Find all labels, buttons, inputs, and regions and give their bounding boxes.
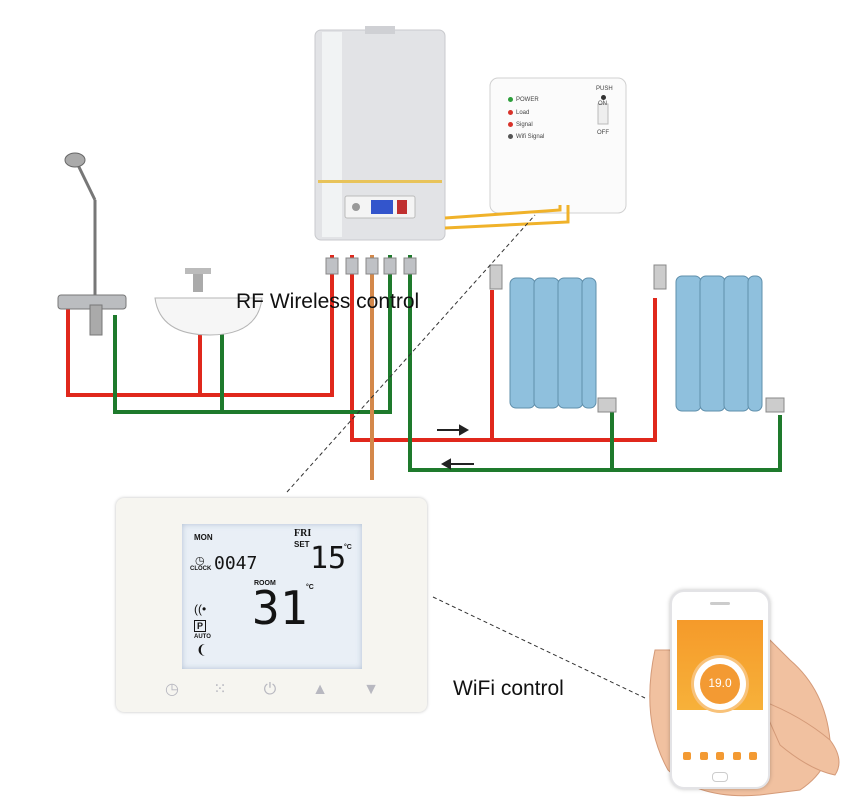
shower (57, 152, 127, 336)
down-arrow-button-icon[interactable]: ▼ (363, 681, 379, 698)
rf-link-dashed-line (286, 214, 536, 493)
phone-speaker (710, 602, 730, 605)
menu-grid-button-icon[interactable]: ⁙ (213, 681, 227, 698)
receiver-led-load-label: Load (516, 110, 530, 116)
receiver-on-label: ON (598, 101, 607, 107)
app-tab-icon[interactable] (732, 752, 741, 760)
clock-icon: ◷ (195, 555, 205, 567)
wifi-signal-led-icon (508, 134, 513, 139)
wifi-signal-icon: ((• (194, 602, 207, 616)
phone-home-button (712, 772, 728, 782)
receiver-box (489, 77, 627, 214)
thermostat: MON FRI SET 15 °C ◷ CLOCK 0047 ROOM 31 °… (116, 498, 427, 712)
app-tab-icon[interactable] (716, 752, 724, 760)
signal-led-icon (508, 122, 513, 127)
app-dial-inner: 19.0 (700, 664, 740, 704)
load-led-icon (508, 110, 513, 115)
lcd-clock-value: 0047 (214, 553, 258, 574)
smartphone: 19.0 (670, 590, 770, 789)
app-tab-icon[interactable] (699, 752, 708, 760)
heating-flame-icon: ❨ (196, 642, 207, 657)
radiator-right (675, 275, 763, 412)
lcd-clock-label: CLOCK (190, 566, 212, 572)
power-button-icon[interactable]: ⏻ (263, 681, 277, 698)
wifi-control-label: WiFi control (453, 677, 564, 700)
lcd-room-label: ROOM (254, 580, 276, 587)
receiver-led-signal-label: Signal (516, 122, 533, 128)
receiver-push-button (601, 95, 606, 100)
boiler-valves (325, 257, 417, 275)
clock-button-icon[interactable]: ◷ (165, 681, 179, 698)
power-led-icon (508, 97, 513, 102)
app-tab-icon[interactable] (749, 752, 757, 760)
app-tab-icon[interactable] (683, 752, 691, 760)
boiler (314, 26, 446, 241)
flow-arrows (437, 424, 474, 470)
lcd-room-unit: °C (306, 584, 314, 591)
lcd-day-fri: FRI (294, 528, 312, 539)
lcd-auto-label: AUTO (194, 634, 211, 640)
receiver-led-power-label: POWER (516, 97, 539, 103)
lcd-program-mode: P (194, 620, 207, 632)
lcd-room-temperature: 31 (252, 581, 308, 635)
app-setpoint-value: 19.0 (708, 676, 732, 690)
wash-basin (154, 268, 263, 336)
thermostat-lcd: MON FRI SET 15 °C ◷ CLOCK 0047 ROOM 31 °… (182, 524, 362, 669)
receiver-off-label: OFF (597, 130, 609, 136)
radiator-right-valves (653, 264, 785, 413)
radiator-left (509, 277, 597, 409)
lcd-set-temperature: 15 (310, 541, 347, 576)
receiver-push-label: PUSH (596, 86, 613, 92)
signal-wires (444, 205, 570, 230)
rf-wireless-control-label: RF Wireless control (236, 290, 420, 313)
radiator-left-valves (489, 264, 617, 413)
app-bottom-bar (683, 752, 757, 762)
up-arrow-button-icon[interactable]: ▲ (312, 681, 328, 698)
lcd-set-unit: °C (344, 544, 352, 551)
lcd-set-label: SET (294, 540, 310, 549)
lcd-day-mon: MON (194, 533, 213, 542)
phone-screen: 19.0 (677, 620, 763, 768)
receiver-led-wifi-signal-label: Wifi Signal (516, 134, 545, 140)
app-temperature-dial[interactable]: 19.0 (694, 658, 746, 710)
